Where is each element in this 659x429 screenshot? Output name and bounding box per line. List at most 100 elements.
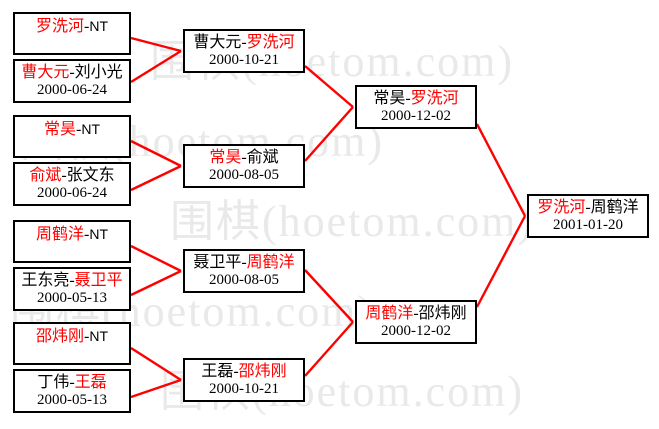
match-players-m3: 常昊-NT [44, 121, 100, 138]
player-right-m8: 王磊 [74, 374, 107, 391]
player-left-m4: 俞斌 [29, 167, 62, 184]
connector-m2-to-q1 [130, 49, 182, 84]
player-separator: - [69, 374, 75, 391]
match-players-q4: 王磊-邵炜刚 [201, 363, 286, 380]
match-box-m1[interactable]: 罗洗河-NT [13, 12, 131, 55]
player-left-m6: 王东亮 [21, 272, 70, 289]
player-left-q2: 常昊 [209, 149, 242, 166]
player-separator: - [233, 363, 239, 380]
match-players-s1: 常昊-罗洗河 [373, 90, 458, 107]
connector-q2-to-s1 [304, 106, 354, 162]
player-right-m7: NT [89, 328, 108, 344]
player-right-m5: NT [89, 226, 108, 242]
connector-m5-to-q3 [130, 244, 182, 273]
match-date-q4: 2000-10-21 [209, 381, 279, 398]
player-separator: - [76, 121, 82, 138]
match-box-m3[interactable]: 常昊-NT [13, 115, 131, 158]
player-right-m1: NT [89, 18, 108, 34]
match-date-m4: 2000-06-24 [37, 185, 107, 202]
player-separator: - [241, 34, 247, 51]
player-separator: - [84, 18, 90, 35]
connector-s2-to-f1 [475, 215, 527, 308]
player-right-m2: 刘小光 [74, 64, 123, 81]
player-right-q2: 俞斌 [246, 149, 279, 166]
match-box-m5[interactable]: 周鹤洋-NT [13, 220, 131, 263]
player-right-q3: 周鹤洋 [246, 254, 295, 271]
match-date-q2: 2000-08-05 [209, 167, 279, 184]
player-left-m3: 常昊 [43, 121, 76, 138]
player-right-s2: 邵炜刚 [418, 305, 467, 322]
player-separator: - [413, 305, 419, 322]
match-players-m4: 俞斌-张文东 [29, 167, 114, 184]
player-right-m4: 张文东 [66, 167, 115, 184]
match-players-m1: 罗洗河-NT [36, 18, 108, 35]
player-separator: - [69, 272, 75, 289]
player-separator: - [61, 167, 67, 184]
match-date-m8: 2000-05-13 [37, 392, 107, 409]
connector-m1-to-q1 [130, 36, 182, 53]
match-players-q3: 聂卫平-周鹤洋 [193, 254, 294, 271]
player-left-q3: 聂卫平 [193, 254, 242, 271]
connector-m6-to-q3 [130, 269, 182, 297]
connector-q3-to-s2 [304, 269, 354, 323]
player-left-m1: 罗洗河 [35, 18, 84, 35]
connector-s1-to-f1 [475, 123, 527, 217]
match-date-q3: 2000-08-05 [209, 272, 279, 289]
match-date-f1: 2001-01-20 [553, 217, 623, 234]
player-separator: - [241, 254, 247, 271]
player-separator: - [241, 149, 247, 166]
connector-q1-to-s1 [304, 65, 354, 108]
player-left-f1: 罗洗河 [537, 199, 586, 216]
player-right-s1: 罗洗河 [410, 90, 459, 107]
connector-q4-to-s2 [304, 321, 354, 377]
player-separator: - [585, 199, 591, 216]
player-left-m5: 周鹤洋 [35, 226, 84, 243]
player-separator: - [84, 328, 90, 345]
match-date-q1: 2000-10-21 [209, 52, 279, 69]
match-players-f1: 罗洗河-周鹤洋 [537, 199, 638, 216]
match-players-q1: 曹大元-罗洗河 [193, 34, 294, 51]
player-left-m8: 丁伟 [37, 374, 70, 391]
connector-m3-to-q2 [130, 139, 182, 168]
match-box-m7[interactable]: 邵炜刚-NT [13, 322, 131, 365]
match-players-q2: 常昊-俞斌 [209, 149, 278, 166]
match-players-s2: 周鹤洋-邵炜刚 [365, 305, 466, 322]
player-left-m7: 邵炜刚 [35, 328, 84, 345]
player-left-m2: 曹大元 [21, 64, 70, 81]
match-date-m6: 2000-05-13 [37, 290, 107, 307]
connector-m8-to-q4 [130, 378, 182, 399]
player-separator: - [84, 226, 90, 243]
player-separator: - [405, 90, 411, 107]
player-left-s1: 常昊 [373, 90, 406, 107]
match-players-m6: 王东亮-聂卫平 [21, 272, 122, 289]
player-right-q4: 邵炜刚 [238, 363, 287, 380]
connector-m7-to-q4 [130, 346, 182, 382]
player-right-q1: 罗洗河 [246, 34, 295, 51]
match-players-m2: 曹大元-刘小光 [21, 64, 122, 81]
match-players-m7: 邵炜刚-NT [36, 328, 108, 345]
player-right-m6: 聂卫平 [74, 272, 123, 289]
connector-m4-to-q2 [130, 164, 182, 192]
player-right-f1: 周鹤洋 [590, 199, 639, 216]
watermark-text: 围棋(hoetom.com) [170, 197, 535, 246]
player-left-s2: 周鹤洋 [365, 305, 414, 322]
match-date-s2: 2000-12-02 [381, 323, 451, 340]
player-left-q1: 曹大元 [193, 34, 242, 51]
player-separator: - [69, 64, 75, 81]
match-players-m5: 周鹤洋-NT [36, 226, 108, 243]
match-players-m8: 丁伟-王磊 [37, 374, 106, 391]
player-left-q4: 王磊 [201, 363, 234, 380]
match-date-m2: 2000-06-24 [37, 82, 107, 99]
